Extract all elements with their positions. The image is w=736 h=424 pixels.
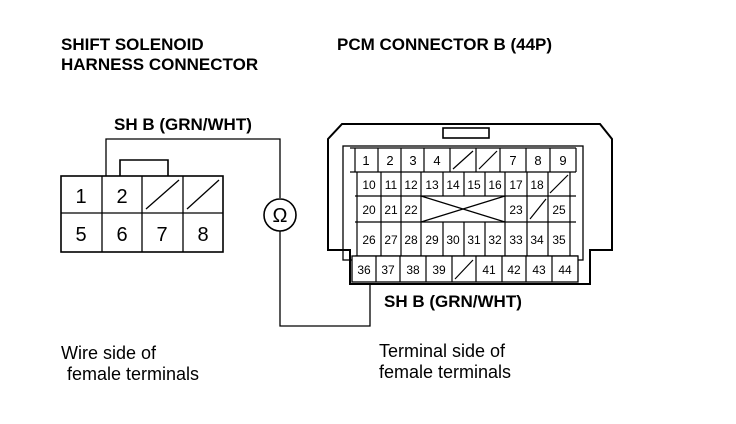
pcm-pin-23: 23 (509, 203, 523, 217)
pcm-caption-line2: female terminals (379, 362, 511, 382)
pcm-pin-4: 4 (433, 153, 440, 168)
pcm-latch (442, 127, 490, 139)
pcm-empty-cavity-40 (454, 259, 474, 280)
harness-title-line1: SHIFT SOLENOID (61, 35, 204, 54)
pcm-pin-28: 28 (404, 233, 418, 247)
pcm-pin-14: 14 (446, 178, 460, 192)
pcm-empty-cavities (420, 150, 569, 223)
pcm-pin-27: 27 (384, 233, 398, 247)
pcm-pin-21: 21 (384, 203, 398, 217)
pcm-pin-16: 16 (488, 178, 502, 192)
pcm-pin-13: 13 (425, 178, 439, 192)
pcm-connector: 1 2 3 4 7 8 9 10 11 12 13 14 15 16 17 18… (327, 123, 613, 285)
pcm-pin-26: 26 (362, 233, 376, 247)
pcm-pin-30: 30 (446, 233, 460, 247)
pcm-pin-8: 8 (534, 153, 541, 168)
pcm-pin-44: 44 (558, 263, 572, 277)
pcm-pin-9: 9 (559, 153, 566, 168)
pcm-pin-41: 41 (482, 263, 496, 277)
pcm-housing (327, 123, 613, 285)
pcm-pin-22: 22 (404, 203, 418, 217)
pcm-title: PCM CONNECTOR B (44P) (337, 35, 552, 54)
pcm-pin-37: 37 (381, 263, 395, 277)
wire-segment-bottom (279, 231, 371, 327)
pcm-pin-11: 11 (385, 178, 398, 192)
pcm-pin-20: 20 (362, 203, 376, 217)
wire-label-bottom: SH B (GRN/WHT) (384, 292, 522, 311)
pcm-pin-3: 3 (409, 153, 416, 168)
harness-pin-1: 1 (75, 186, 86, 208)
harness-pin-8: 8 (197, 224, 208, 246)
ohmmeter-icon: Ω (263, 198, 297, 232)
pcm-pin-32: 32 (488, 233, 502, 247)
harness-pin-6: 6 (116, 224, 127, 246)
harness-pin-7: 7 (156, 224, 167, 246)
pcm-pin-33: 33 (509, 233, 523, 247)
pcm-caption-line1: Terminal side of (379, 341, 506, 361)
harness-lock-tab (119, 159, 169, 176)
pcm-pin-34: 34 (530, 233, 544, 247)
harness-pin-5: 5 (75, 224, 86, 246)
pcm-pin-31: 31 (467, 233, 481, 247)
pcm-pin-7: 7 (509, 153, 516, 168)
pcm-pin-43: 43 (532, 263, 546, 277)
pcm-pin-17: 17 (509, 178, 523, 192)
pcm-pin-15: 15 (467, 178, 481, 192)
ohm-symbol: Ω (273, 205, 288, 227)
pcm-pin-2: 2 (386, 153, 393, 168)
harness-empty-cavity-4 (186, 179, 220, 210)
harness-caption-line2: female terminals (67, 364, 199, 384)
pcm-pin-1: 1 (362, 153, 369, 168)
pcm-pin-12: 12 (404, 178, 418, 192)
harness-empty-cavity-3 (145, 179, 180, 210)
pcm-pin-18: 18 (530, 178, 544, 192)
pcm-pin-25: 25 (552, 203, 566, 217)
harness-caption-line1: Wire side of (61, 343, 157, 363)
harness-title-line2: HARNESS CONNECTOR (61, 55, 258, 74)
test-wire (105, 138, 371, 327)
harness-connector: 1 2 5 6 7 8 (60, 159, 224, 253)
pcm-pin-39: 39 (432, 263, 446, 277)
wire-segment-top (105, 138, 281, 198)
pcm-pin-42: 42 (507, 263, 521, 277)
pcm-pin-35: 35 (552, 233, 566, 247)
harness-pin-2: 2 (116, 186, 127, 208)
wire-label-top: SH B (GRN/WHT) (114, 115, 252, 134)
pcm-pin-36: 36 (357, 263, 371, 277)
pcm-pin-10: 10 (362, 178, 376, 192)
pcm-pin-29: 29 (425, 233, 439, 247)
pcm-pin-38: 38 (406, 263, 420, 277)
